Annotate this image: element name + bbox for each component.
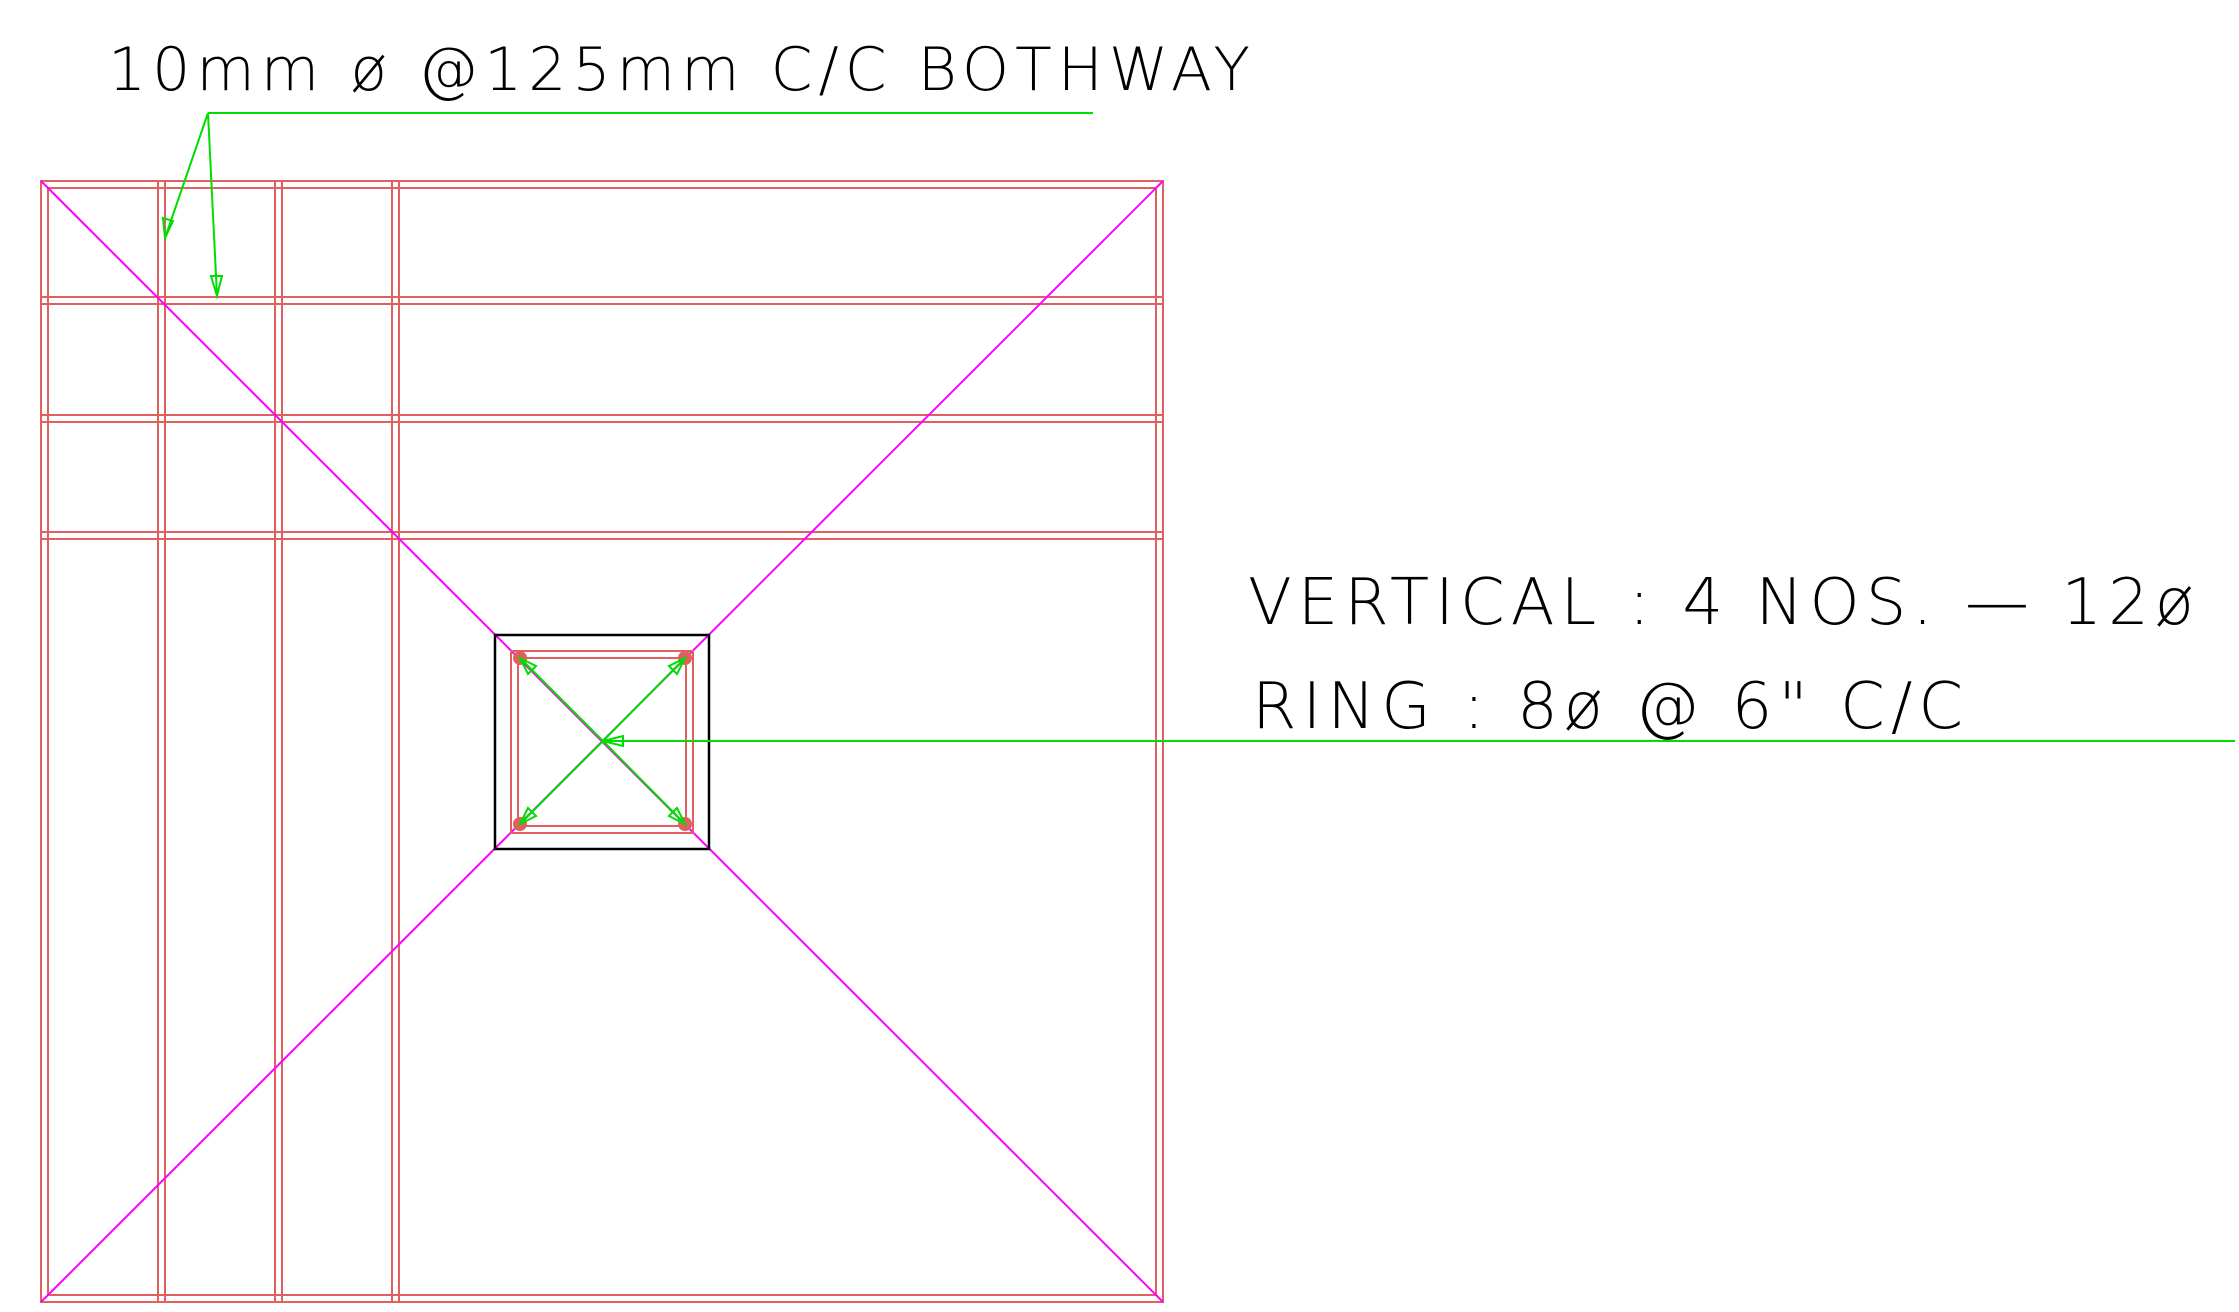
vertical-rebars: [157, 181, 400, 1302]
column-ring-label: RING : 8ø @ 6" C/C: [1252, 670, 1969, 744]
leader-line: [602, 657, 686, 742]
arrowhead: [667, 655, 688, 676]
column-vertical-label: VERTICAL : 4 NOS. — 12ø: [1248, 566, 2200, 640]
leader-line: [519, 740, 604, 825]
arrowhead: [517, 655, 538, 676]
arrowhead: [667, 806, 688, 827]
horizontal-rebars: [41, 296, 1163, 540]
leader-line: [602, 740, 686, 825]
leader-line: [207, 112, 218, 297]
arrowhead: [209, 275, 224, 300]
arrowhead: [602, 734, 624, 748]
leaders: [164, 112, 2235, 825]
leader-arrowheads: [161, 216, 688, 827]
arrowhead: [161, 216, 175, 242]
slab-reinforcement-label: 10mm ø @125mm C/C BOTHWAY: [108, 35, 1256, 105]
leader-line: [519, 657, 604, 742]
arrowhead: [517, 806, 538, 827]
leader-line: [164, 112, 209, 239]
